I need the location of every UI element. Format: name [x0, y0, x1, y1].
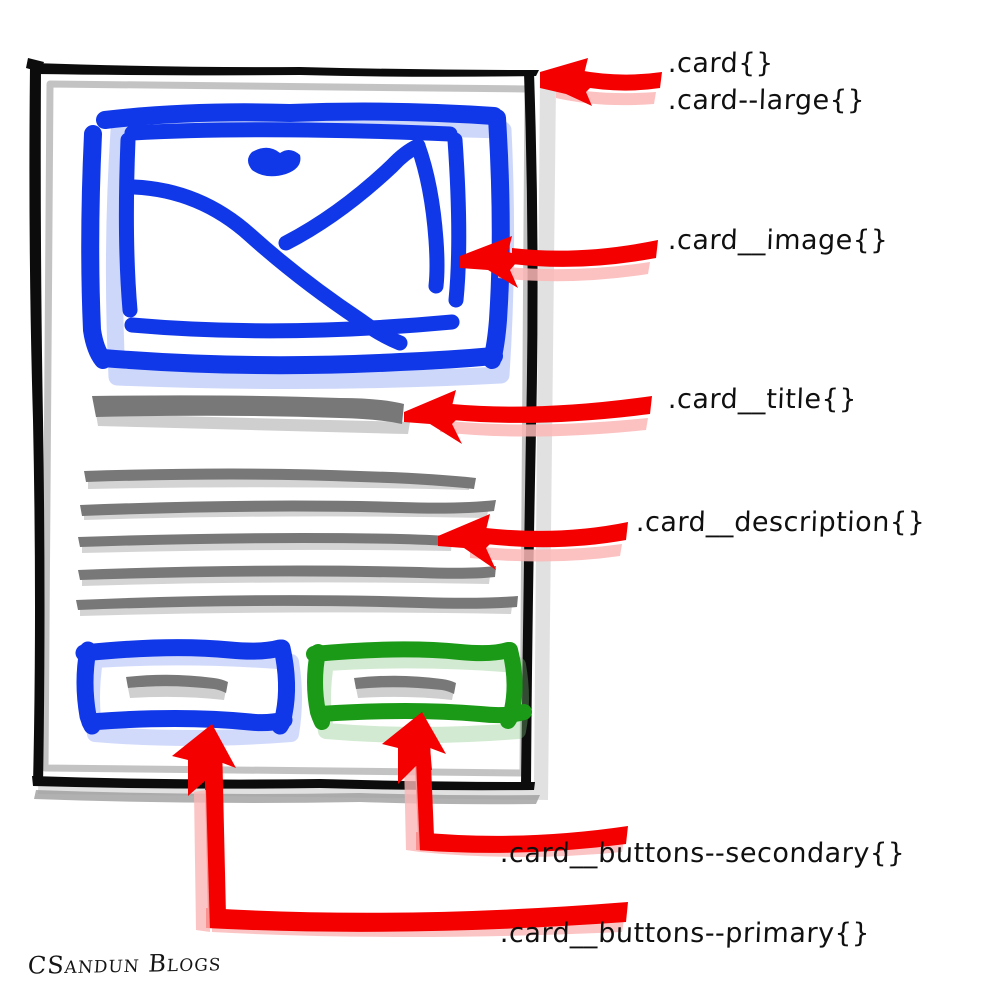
annotation-label-card-buttons-secondary: .card__buttons--secondary{}	[499, 838, 906, 869]
image-outer-right	[483, 109, 510, 369]
image-inner-top	[124, 122, 458, 142]
arrow-primary-head	[172, 724, 236, 796]
arrow-card-image	[460, 236, 658, 288]
primary-button-label	[126, 674, 228, 693]
title-bar	[92, 395, 410, 434]
annotation-label-card-image: .card__image{}	[667, 225, 889, 256]
image-peak-down	[410, 138, 445, 294]
arrow-card-buttons-primary	[172, 724, 628, 937]
annotation-label-card-title: .card__title{}	[667, 384, 858, 415]
arrow-card-buttons-secondary	[382, 712, 628, 857]
primary-button-bottom	[81, 710, 293, 732]
image-inner-bottom	[124, 314, 460, 339]
desc-line-2	[80, 500, 496, 516]
arrow-card-title	[404, 390, 652, 444]
primary-button-top	[75, 639, 289, 662]
image-peak-up	[278, 138, 426, 251]
arrow-title-shadow	[440, 418, 648, 437]
secondary-button-label-shadow	[356, 686, 454, 700]
secondary-button-top	[306, 641, 516, 662]
arrow-primary-shadow-v	[194, 790, 210, 932]
desc-line-1	[84, 468, 476, 489]
secondary-button-bottom	[312, 703, 532, 724]
image-outer-top	[96, 102, 503, 129]
arrow-card-description	[438, 514, 628, 570]
arrow-primary-shaft-h	[206, 902, 628, 932]
arrow-desc-shadow	[470, 544, 622, 562]
image-mountain-left	[126, 179, 408, 351]
desc-line-3-shadow	[82, 541, 452, 553]
arrow-secondary-shadow-v	[404, 760, 420, 852]
arrow-card	[540, 58, 662, 106]
image-placeholder	[81, 102, 515, 390]
description-lines	[76, 468, 518, 616]
arrow-secondary-head	[382, 712, 446, 784]
primary-button[interactable]	[75, 639, 302, 746]
image-inner-right	[447, 132, 467, 308]
arrow-image-head	[460, 236, 522, 288]
image-sun-icon	[248, 147, 301, 177]
arrow-image-shaft	[512, 240, 658, 267]
secondary-button[interactable]	[306, 641, 532, 743]
arrow-secondary-shaft-h	[416, 826, 628, 853]
arrow-title-shaft	[452, 396, 652, 423]
title-bar-shadow	[96, 414, 410, 434]
desc-line-5	[76, 595, 518, 610]
signature: CSandun Blogs	[26, 948, 223, 980]
image-outer-left	[81, 125, 112, 369]
primary-button-label-shadow	[128, 686, 226, 700]
arrow-desc-shaft	[486, 522, 628, 548]
arrow-primary-shaft-v	[204, 742, 226, 916]
image-inner-left	[118, 132, 138, 318]
annotation-label-card-buttons-primary: .card__buttons--primary{}	[499, 918, 871, 949]
desc-line-3	[78, 533, 458, 547]
arrow-image-shadow	[498, 262, 650, 282]
image-outer-bottom	[94, 347, 503, 375]
card-border-left	[29, 66, 45, 784]
annotation-label-card-large: .card--large{}	[667, 85, 866, 116]
arrow-card-shaft	[578, 70, 662, 91]
card-corner-flick	[26, 58, 44, 72]
secondary-button-label	[354, 675, 456, 694]
annotation-label-card: .card{}	[667, 48, 775, 79]
arrow-desc-head	[438, 514, 500, 570]
desc-line-4	[78, 565, 496, 580]
title-bar-stroke	[92, 395, 404, 424]
arrow-title-head	[404, 390, 466, 444]
annotation-label-card-description: .card__description{}	[635, 507, 926, 538]
arrow-card-head	[540, 58, 598, 106]
card-border-top	[33, 63, 539, 77]
